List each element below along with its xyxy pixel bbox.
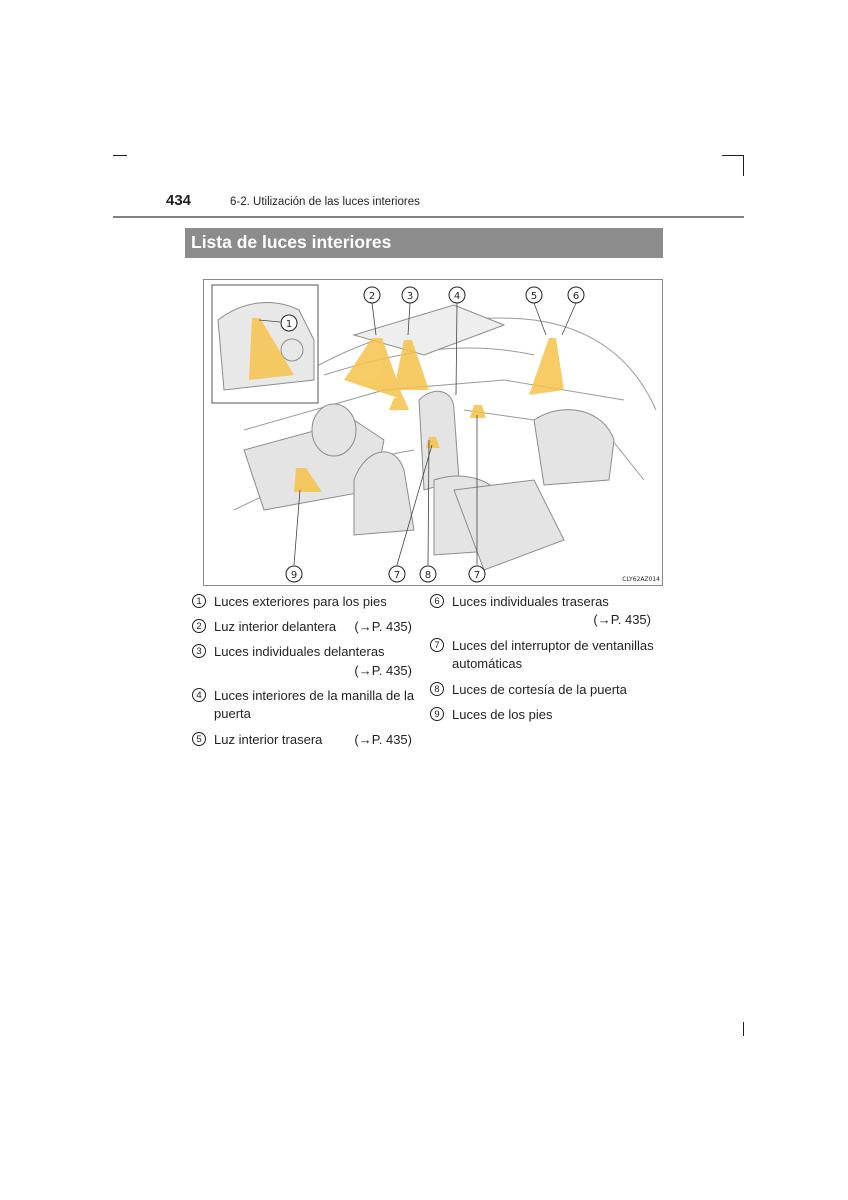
- svg-text:4: 4: [454, 291, 460, 302]
- legend-text: Luces de cortesía de la puerta: [452, 682, 627, 697]
- leader-4: [455, 302, 458, 396]
- foot-light-beam: [294, 468, 322, 492]
- callout-9: 9: [285, 565, 303, 583]
- svg-text:3: 3: [407, 291, 413, 302]
- callout-6: 6: [567, 286, 585, 304]
- passenger-seat-back: [418, 390, 460, 491]
- driver-seat: [353, 451, 415, 536]
- leader-9: [293, 489, 301, 566]
- rear-seat: [533, 409, 615, 486]
- number-6-icon: 6: [430, 594, 444, 608]
- crop-mark-top-right: [722, 155, 744, 156]
- steering-wheel: [311, 403, 357, 457]
- section-reference: 6-2. Utilización de las luces interiores: [230, 196, 420, 208]
- page-reference-link[interactable]: (→P. 435): [354, 663, 412, 678]
- rear-window-switch-light: [470, 405, 486, 418]
- callout-7-rear: 7: [468, 565, 486, 583]
- section-title: Lista de luces interiores: [185, 228, 663, 258]
- rear-interior-light-beam: [529, 338, 564, 395]
- page-reference-link[interactable]: (→P. 435): [354, 732, 412, 747]
- header-divider: [113, 216, 744, 218]
- sunroof: [352, 304, 506, 356]
- svg-text:8: 8: [425, 570, 431, 581]
- figure-code: CLY62AZ014: [622, 576, 660, 583]
- callout-3: 3: [401, 286, 419, 304]
- front-individual-light-beam: [394, 340, 429, 390]
- number-1-icon: 1: [192, 594, 206, 608]
- svg-text:6: 6: [573, 291, 579, 302]
- legend-text: Luz interior trasera: [214, 732, 323, 747]
- callout-1: 1: [280, 314, 298, 332]
- page-reference-link[interactable]: (→P. 435): [593, 612, 651, 627]
- legend-text: Luces del interruptor de ventanillas aut…: [452, 638, 654, 671]
- callout-4: 4: [448, 286, 466, 304]
- svg-text:1: 1: [286, 319, 292, 330]
- front-interior-light-beam: [344, 338, 404, 400]
- legend-text: Luces individuales traseras: [452, 594, 609, 609]
- svg-text:7: 7: [394, 570, 400, 581]
- legend-text: Luces exteriores para los pies: [214, 594, 387, 609]
- svg-text:7: 7: [474, 570, 480, 581]
- svg-text:9: 9: [291, 570, 297, 581]
- legend-text: Luces de los pies: [452, 707, 553, 722]
- legend-text: Luces interiores de la manilla de la pue…: [214, 688, 415, 721]
- crop-mark-top-right-vertical: [743, 155, 744, 176]
- number-8-icon: 8: [430, 682, 444, 696]
- legend-text: Luces individuales delanteras: [214, 644, 385, 659]
- legend-text: Luz interior delantera: [214, 619, 337, 634]
- leader-5: [533, 302, 547, 336]
- callout-8: 8: [419, 565, 437, 583]
- leader-3: [407, 302, 411, 336]
- callout-5: 5: [525, 286, 543, 304]
- door-handle-light: [389, 398, 409, 410]
- power-window-switch-light: [426, 437, 440, 448]
- exterior-wheel: [280, 338, 304, 362]
- center-console: [453, 479, 565, 571]
- leader-8: [427, 439, 430, 566]
- interior-lights-illustration: 1 2 3 4 5 6 9 7 8 7 CLY62AZ014: [203, 279, 663, 586]
- leader-1: [258, 319, 281, 323]
- svg-text:5: 5: [531, 291, 537, 302]
- page-number: 434: [166, 192, 192, 209]
- svg-text:2: 2: [369, 291, 375, 302]
- leader-6: [561, 302, 577, 336]
- roof-line: [263, 317, 657, 411]
- page-reference-link[interactable]: (→P. 435): [354, 619, 412, 634]
- callout-2: 2: [363, 286, 381, 304]
- number-5-icon: 5: [192, 732, 206, 746]
- crop-mark-top-left: [113, 155, 127, 156]
- leader-2: [371, 302, 377, 336]
- car-interior-drawing: 1 2 3 4 5 6 9 7 8 7 CLY62AZ014: [211, 284, 660, 583]
- crop-mark-bottom-right: [743, 1022, 744, 1036]
- number-7-icon: 7: [430, 638, 444, 652]
- number-4-icon: 4: [192, 688, 206, 702]
- callout-7-front: 7: [388, 565, 406, 583]
- number-3-icon: 3: [192, 644, 206, 658]
- number-2-icon: 2: [192, 619, 206, 633]
- exterior-foot-light-beam: [249, 318, 294, 380]
- number-9-icon: 9: [430, 707, 444, 721]
- leader-7a: [396, 444, 433, 566]
